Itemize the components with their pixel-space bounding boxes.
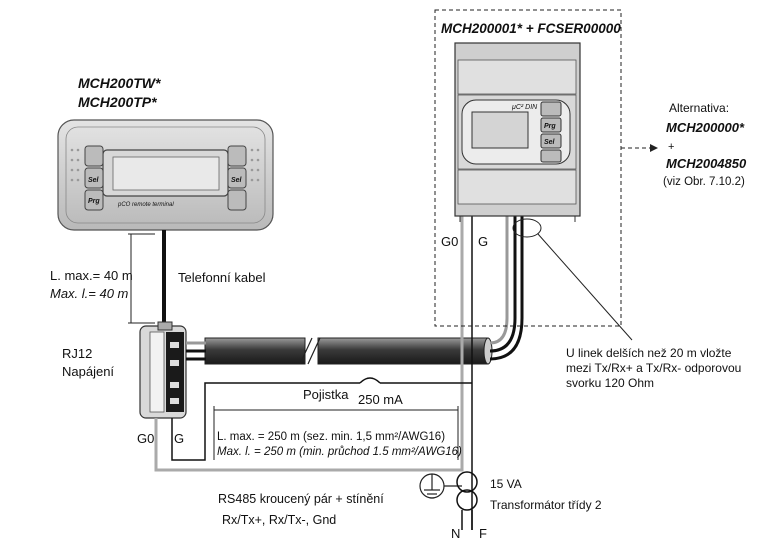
remote-terminal: Sel Prg Sel pCO remote terminal bbox=[57, 119, 274, 231]
alt-model-1: MCH200000* bbox=[666, 120, 745, 135]
length-dimension-left bbox=[128, 233, 155, 324]
g-left-label: G bbox=[174, 431, 184, 446]
down-button[interactable] bbox=[227, 189, 247, 211]
resistor-note-marker bbox=[512, 218, 542, 238]
alt-title: Alternativa: bbox=[669, 101, 729, 115]
rs485-label-1: RS485 kroucený pár + stínění bbox=[218, 492, 384, 506]
fuse-symbol bbox=[359, 377, 381, 384]
g0-right-label: G0 bbox=[441, 234, 458, 249]
ground-icon bbox=[419, 473, 462, 499]
alternative-arrow-head bbox=[650, 144, 658, 152]
controller-brand: μC² DIN bbox=[511, 104, 538, 111]
transformer-class: Transformátor třídy 2 bbox=[490, 498, 602, 512]
controller-dashed-box bbox=[434, 9, 622, 327]
ctrl-fan-button[interactable] bbox=[540, 149, 562, 163]
power-label: Napájení bbox=[62, 364, 114, 379]
sel-button-left[interactable] bbox=[84, 167, 104, 189]
sel-button-right-label: Sel bbox=[231, 177, 243, 184]
prg-button-left[interactable] bbox=[84, 189, 104, 211]
junction-module bbox=[139, 321, 187, 419]
controller-model: MCH200001* + FCSER00000 bbox=[441, 21, 621, 36]
sel-button-right[interactable] bbox=[227, 167, 247, 189]
ctrl-sel-button[interactable] bbox=[540, 133, 562, 149]
rs485-label-2: Rx/Tx+, Rx/Tx-, Gnd bbox=[222, 513, 336, 527]
transformer-icon bbox=[456, 471, 478, 530]
alt-model-2: MCH2004850 bbox=[666, 156, 747, 171]
transformer-va: 15 VA bbox=[490, 477, 522, 491]
resistor-note-pointer bbox=[537, 233, 633, 341]
terminal-model-1: MCH200TW* bbox=[78, 75, 161, 91]
note-line-3: svorku 120 Ohm bbox=[566, 376, 654, 390]
prg-button-left-label: Prg bbox=[88, 198, 100, 205]
up-button[interactable] bbox=[227, 145, 247, 167]
bus-length-dimension bbox=[213, 406, 459, 460]
g0-bus-line bbox=[154, 382, 464, 472]
main-cable bbox=[204, 337, 493, 365]
terminal-brand: pCO remote terminal bbox=[117, 202, 174, 208]
module-to-cable-wires bbox=[186, 341, 206, 361]
ctrl-prg-label: Prg bbox=[544, 123, 556, 130]
length-max-b: Max. l.= 40 m bbox=[50, 286, 129, 301]
sel-button-left-label: Sel bbox=[88, 177, 100, 184]
fuse-value: 250 mA bbox=[358, 392, 403, 407]
phone-cable-label: Telefonní kabel bbox=[178, 270, 266, 285]
alt-ref: (viz Obr. 7.10.2) bbox=[663, 176, 745, 188]
controller-unit: μC² DIN Prg Sel bbox=[454, 42, 581, 222]
f-label: F bbox=[479, 526, 487, 541]
note-line-2: mezi Tx/Rx+ a Tx/Rx- odporovou bbox=[566, 361, 741, 375]
cable-to-controller-wires bbox=[489, 214, 524, 361]
ctrl-sel-label: Sel bbox=[544, 139, 556, 146]
ctrl-prg-button[interactable] bbox=[540, 117, 562, 133]
fuse-label: Pojistka bbox=[303, 387, 349, 402]
terminal-model-2: MCH200TP* bbox=[78, 94, 157, 110]
g0-left-label: G0 bbox=[137, 431, 154, 446]
bus-length-2: Max. l. = 250 m (min. průchod 1.5 mm²/AW… bbox=[217, 446, 462, 458]
g-bus-line bbox=[171, 382, 360, 461]
alt-plus: + bbox=[668, 141, 674, 153]
g-right-label: G bbox=[478, 234, 488, 249]
length-max-a: L. max.= 40 m bbox=[50, 268, 133, 283]
bus-length-1: L. max. = 250 m (sez. min. 1,5 mm²/AWG16… bbox=[217, 431, 445, 443]
n-label: N bbox=[451, 526, 460, 541]
terminal-dots bbox=[70, 148, 260, 182]
rj12-label: RJ12 bbox=[62, 346, 92, 361]
note-line-1: U linek delších než 20 m vložte bbox=[566, 346, 732, 360]
ctrl-alarm-button[interactable] bbox=[540, 101, 562, 117]
alarm-button[interactable] bbox=[84, 145, 104, 167]
